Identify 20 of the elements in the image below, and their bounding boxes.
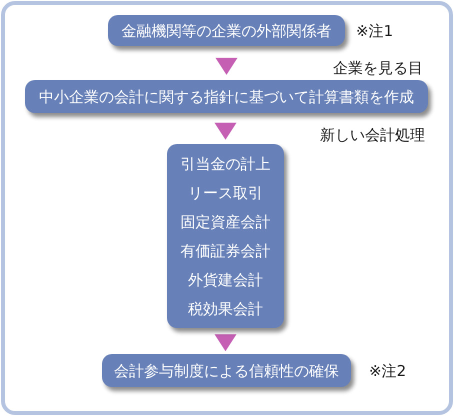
list-item: 有価証券会計 bbox=[180, 240, 270, 260]
list-item: リース取引 bbox=[188, 182, 263, 202]
note-text: ※注2 bbox=[369, 361, 406, 381]
arrow bbox=[214, 334, 236, 352]
list-box bbox=[167, 144, 284, 328]
list-item: 外貨建会計 bbox=[188, 270, 263, 290]
list-item: 固定資産会計 bbox=[180, 212, 270, 232]
list-item: 引当金の計上 bbox=[180, 154, 270, 174]
annotation-text: 新しい会計処理 bbox=[320, 125, 425, 145]
box-label: 金融機関等の企業の外部関係者 bbox=[122, 20, 332, 40]
box-label: 中小企業の会計に関する指針に基づいて計算書類を作成 bbox=[39, 86, 414, 106]
annotation-text: 企業を見る目 bbox=[333, 58, 423, 78]
arrow bbox=[214, 122, 236, 140]
list-item: 税効果会計 bbox=[188, 298, 263, 318]
box-label: 会計参与制度による信頼性の確保 bbox=[114, 360, 339, 380]
process-box bbox=[102, 354, 351, 387]
note-text: ※注1 bbox=[356, 21, 394, 41]
arrow bbox=[216, 58, 238, 75]
process-box bbox=[108, 15, 345, 46]
process-box bbox=[25, 80, 428, 113]
